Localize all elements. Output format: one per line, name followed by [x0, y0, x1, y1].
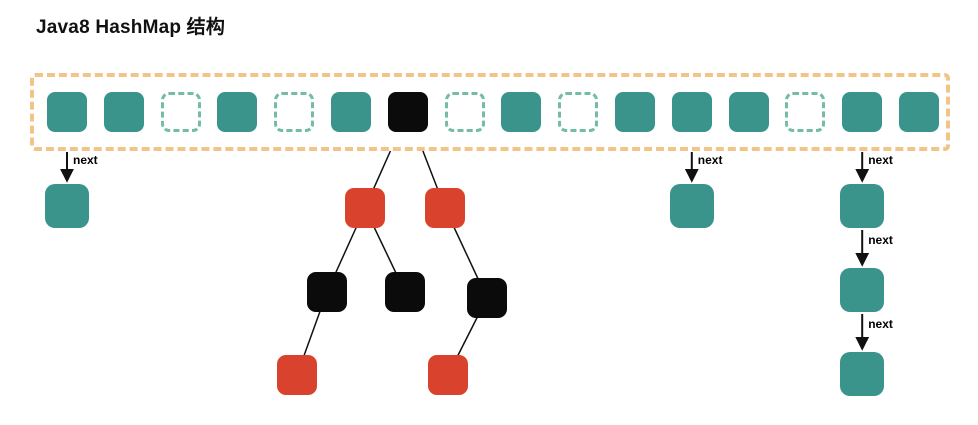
bucket-filled [501, 92, 542, 132]
bucket-filled [615, 92, 655, 132]
bucket-filled [899, 92, 939, 132]
next-label: next [868, 153, 893, 167]
bucket-empty [785, 92, 826, 132]
bucket-empty [558, 92, 599, 132]
bucket-filled [47, 92, 87, 132]
bucket-filled [103, 92, 144, 132]
bucket-filled [728, 92, 769, 132]
tree-node-red [277, 355, 317, 395]
bucket-tree-root [387, 92, 428, 132]
tree-node-black [467, 278, 507, 318]
bucket-empty [444, 92, 485, 132]
list-node [669, 184, 714, 228]
tree-node-red [425, 188, 465, 228]
tree-node-red [428, 355, 468, 395]
tree-node-black [307, 272, 347, 312]
next-label: next [697, 153, 723, 167]
bucket-filled [217, 92, 258, 132]
bucket-filled [842, 92, 883, 132]
list-node [840, 352, 885, 396]
tree-node-red [345, 188, 385, 228]
tree-node-black [385, 272, 425, 312]
bucket-filled [671, 92, 712, 132]
bucket-filled [331, 92, 371, 132]
bucket-empty [160, 92, 201, 132]
next-label: next [73, 153, 98, 167]
list-node [45, 184, 89, 228]
list-node [840, 268, 885, 312]
bucket-array-box [30, 73, 950, 151]
diagram-title: Java8 HashMap 结构 [36, 17, 226, 38]
list-node [840, 184, 885, 228]
bucket-empty [274, 92, 315, 132]
next-label: next [868, 317, 893, 331]
next-label: next [868, 233, 893, 247]
